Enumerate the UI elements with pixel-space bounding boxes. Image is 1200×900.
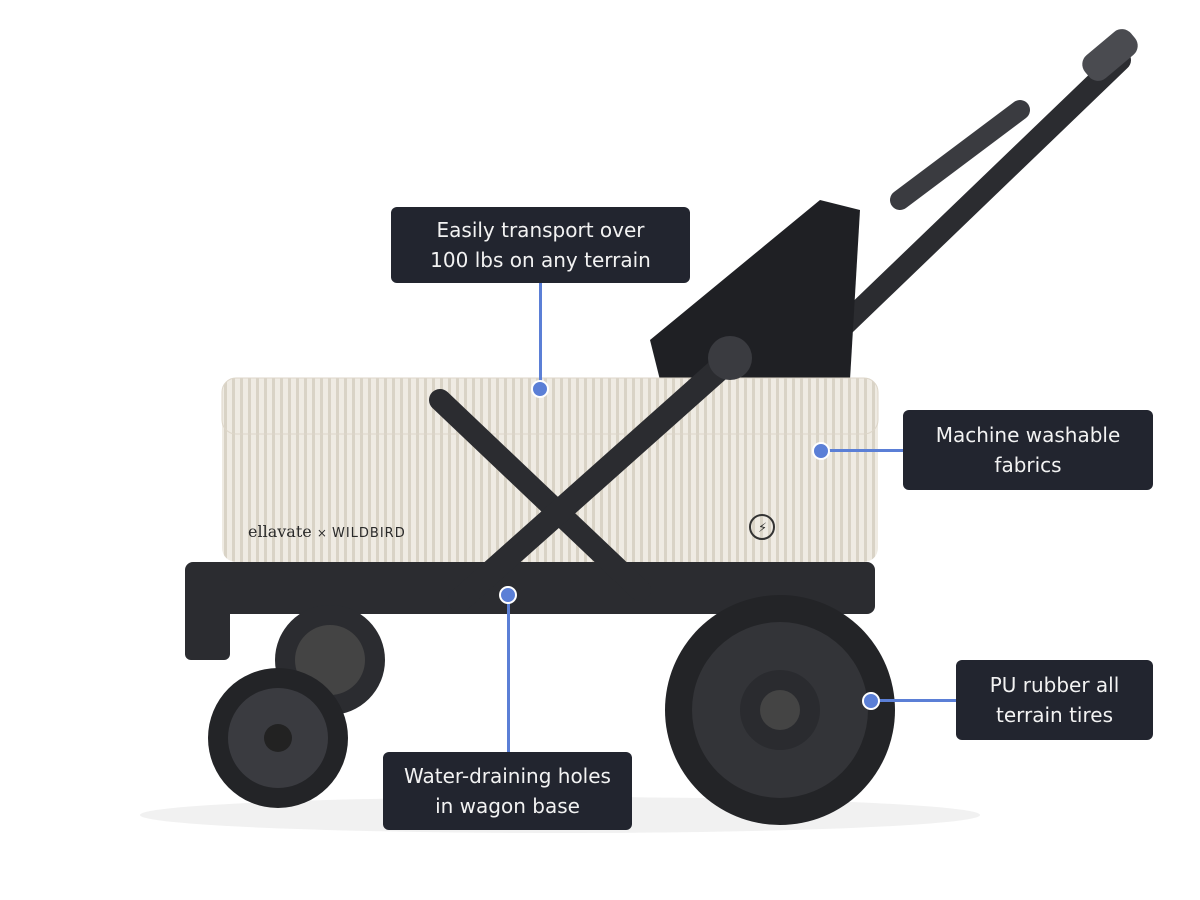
callout-text: Machine washable bbox=[935, 423, 1121, 447]
callout-text: Water-draining holes bbox=[404, 764, 611, 788]
callout-dot-drainage bbox=[499, 586, 517, 604]
callout-text: PU rubber all bbox=[989, 673, 1120, 697]
wagon-base bbox=[185, 562, 875, 614]
callout-dot-tires bbox=[862, 692, 880, 710]
callout-dot-capacity bbox=[531, 380, 549, 398]
large-wheel bbox=[665, 595, 895, 825]
callout-dot-washable bbox=[812, 442, 830, 460]
fabric-basket bbox=[221, 377, 879, 562]
callout-line-capacity bbox=[539, 283, 542, 389]
callout-text: Easily transport over bbox=[436, 218, 645, 242]
callout-line-washable bbox=[820, 449, 903, 452]
seat bbox=[650, 200, 860, 380]
bolt-icon bbox=[749, 514, 775, 540]
brand-logo: ellavate × WILDBIRD bbox=[248, 522, 406, 541]
callout-line-drainage bbox=[507, 594, 510, 752]
svg-text:⚡: ⚡ bbox=[758, 521, 767, 536]
brand-separator: × bbox=[316, 526, 327, 540]
callout-text: in wagon base bbox=[435, 794, 580, 818]
brand-wildbird: WILDBIRD bbox=[331, 526, 406, 541]
callout-line-tires bbox=[870, 699, 956, 702]
brand-ellavate: ellavate bbox=[248, 522, 312, 541]
callout-text: fabrics bbox=[994, 453, 1062, 477]
callout-text: 100 lbs on any terrain bbox=[430, 248, 651, 272]
callout-drainage: Water-draining holes in wagon base bbox=[383, 752, 632, 830]
callout-text: terrain tires bbox=[996, 703, 1113, 727]
front-wheel bbox=[208, 668, 348, 808]
callout-capacity: Easily transport over 100 lbs on any ter… bbox=[391, 207, 690, 283]
callout-tires: PU rubber all terrain tires bbox=[956, 660, 1153, 740]
callout-washable: Machine washable fabrics bbox=[903, 410, 1153, 490]
